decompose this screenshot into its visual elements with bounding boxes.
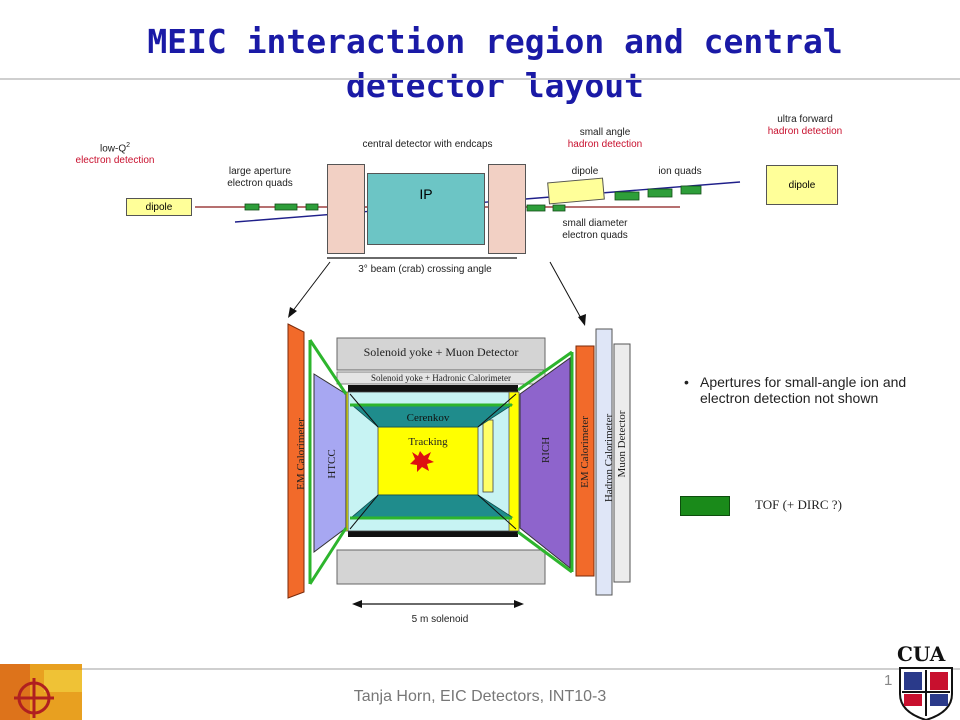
left-arrow-head [288, 307, 297, 318]
left-quad-2 [274, 203, 298, 211]
central-detector-label: central detector with endcaps [362, 139, 493, 150]
forward-tracker [482, 419, 494, 493]
em-calorimeter-right [575, 345, 595, 577]
hadron-calorimeter [595, 328, 613, 596]
right-dipole: dipole [766, 165, 838, 205]
solenoid-yoke-hadronic-label: Solenoid yoke + Hadronic Calorimeter [370, 373, 512, 383]
solenoid-arrow-left [352, 600, 362, 608]
cerenkov-label: Cerenkov [406, 412, 450, 424]
em-cal-right-label: EM Calorimeter [579, 416, 591, 488]
solenoid-yoke-muon-box [336, 337, 546, 371]
rich-shape [519, 357, 571, 570]
right-yellow-bar [508, 391, 520, 532]
muon-detector [613, 343, 631, 583]
cua-shield-icon [899, 667, 953, 720]
jlab-logo [0, 664, 82, 720]
solenoid-arrow-right [514, 600, 524, 608]
htcc-label: HTCC [326, 449, 338, 479]
solenoid-length-label: 5 m solenoid [411, 614, 469, 625]
rich-label: RICH [540, 436, 552, 464]
em-cal-left-label: EM Calorimeter [295, 418, 307, 490]
muon-detector-label: Muon Detector [616, 410, 628, 478]
dipole-small-label: dipole [571, 166, 599, 177]
footer-text: Tanja Horn, EIC Detectors, INT10-3 [353, 688, 607, 705]
solenoid-yoke-muon-label: Solenoid yoke + Muon Detector [363, 345, 519, 359]
left-endcap [327, 164, 365, 254]
ion-quads-label: ion quads [658, 166, 702, 177]
tof-legend-label: TOF (+ DIRC ?) [755, 497, 842, 512]
em-calorimeter-left [287, 323, 305, 599]
bottom-yoke-box [336, 549, 546, 585]
left-dipole: dipole [126, 198, 192, 216]
page-title: MEIC interaction region and central dete… [147, 22, 843, 105]
small-quad-3 [552, 204, 566, 212]
ip-label: IP [419, 186, 433, 202]
left-quad-3 [305, 203, 319, 211]
tof-legend-swatch [680, 496, 730, 516]
title-divider [0, 78, 960, 80]
bottom-coil [348, 531, 518, 537]
right-endcap [488, 164, 526, 254]
ion-quad-1 [614, 191, 640, 201]
interaction-star [410, 451, 434, 472]
ip-box: IP [367, 173, 485, 245]
footer-divider [0, 668, 960, 670]
top-coil [348, 385, 518, 392]
right-dipole-label: dipole [788, 179, 816, 191]
left-dipole-label: dipole [145, 201, 173, 213]
hadron-cal-label: Hadron Calorimeter [603, 413, 615, 503]
ion-quad-2 [647, 188, 673, 198]
crossing-angle-label: 3° beam (crab) crossing angle [358, 264, 492, 275]
left-quad-1 [244, 203, 260, 211]
tracking-label: Tracking [408, 436, 448, 448]
ion-quad-3 [680, 185, 702, 195]
small-quad-2 [526, 204, 546, 212]
cua-logo-text: CUA [897, 642, 946, 666]
aperture-note: Apertures for small-angle ion and electr… [684, 374, 910, 406]
page-number: 1 [884, 672, 893, 689]
right-arrow-head [578, 314, 586, 326]
